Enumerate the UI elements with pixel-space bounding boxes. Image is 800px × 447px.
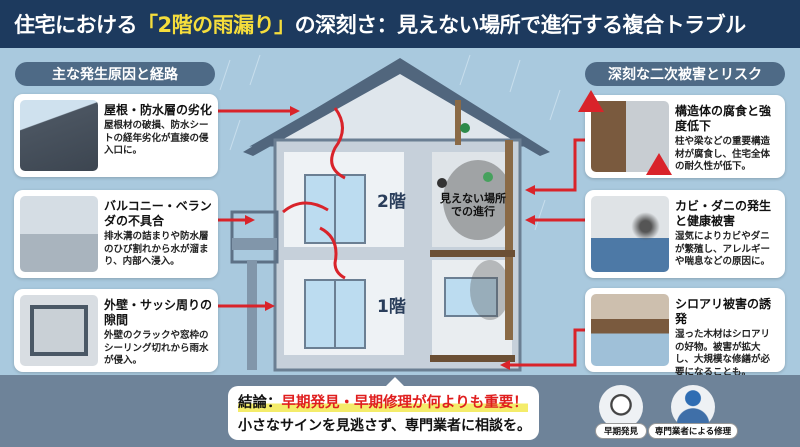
repair-worker-icon bbox=[671, 385, 715, 429]
cause-desc: 外壁のクラックや窓枠のシーリング切れから雨水が侵入。 bbox=[104, 330, 209, 366]
cause-card-balcony: バルコニー・ベランダの不具合排水溝の詰まりや防水層のひび割れから水が溜まり、内部… bbox=[14, 190, 218, 278]
risk-card-mold: カビ・ダニの発生と健康被害湿気によりカビやダニが繁殖し、アレルギーや喘息などの原… bbox=[585, 190, 785, 278]
magnifier-icon bbox=[599, 385, 643, 429]
balcony-drain-illustration bbox=[20, 196, 98, 272]
risk-title: 構造体の腐食と強度低下 bbox=[675, 104, 772, 133]
title-text: 住宅における bbox=[14, 13, 138, 37]
conclusion-prefix: 結論： bbox=[238, 395, 282, 411]
page-title: 住宅における「2階の雨漏り」の深刻さ：見えない場所で進行する複合トラブル bbox=[0, 0, 800, 48]
risk-title: カビ・ダニの発生と健康被害 bbox=[675, 199, 772, 228]
title-highlight: 「2階の雨漏り」 bbox=[137, 13, 295, 37]
badge-label: 専門業者による修理 bbox=[648, 423, 738, 439]
conclusion-advice: 小さなサインを見逃さず、専門業者に相談を。 bbox=[238, 418, 532, 434]
floor1-label: 1階 bbox=[377, 297, 406, 317]
risks-heading: 深刻な二次被害とリスク bbox=[585, 62, 785, 86]
risk-card-termite: シロアリ被害の誘発湿った木材はシロアリの好物。被害が拡大し、大規模な修繕が必要に… bbox=[585, 288, 785, 378]
conclusion-emphasis: 早期発見・早期修理が何よりも重要！ bbox=[281, 395, 528, 411]
house-cross-section bbox=[230, 58, 550, 372]
cause-desc: 排水溝の詰まりや防水層のひび割れから水が溜まり、内部へ浸入。 bbox=[104, 231, 209, 267]
leak-arrows bbox=[218, 107, 585, 367]
warning-icon bbox=[646, 153, 672, 175]
cause-title: 屋根・防水層の劣化 bbox=[104, 103, 213, 117]
window-crack-illustration bbox=[20, 295, 98, 366]
risk-desc: 湿った木材はシロアリの好物。被害が拡大し、大規模な修繕が必要になることも。 bbox=[675, 329, 771, 378]
cause-title: バルコニー・ベランダの不具合 bbox=[104, 199, 212, 228]
floor2-label: 2階 bbox=[377, 192, 406, 212]
rain-background bbox=[218, 54, 585, 372]
risk-title: シロアリ被害の誘発 bbox=[675, 297, 772, 326]
mold-cough-illustration bbox=[591, 196, 669, 272]
cause-card-wall: 外壁・サッシ周りの隙間外壁のクラックや窓枠のシーリング切れから雨水が侵入。 bbox=[14, 289, 218, 372]
cause-card-roof: 屋根・防水層の劣化屋根材の破損、防水シートの経年劣化が直接の侵入口に。 bbox=[14, 94, 218, 177]
cause-title: 外壁・サッシ周りの隙間 bbox=[104, 298, 213, 327]
title-text-rest: の深刻さ：見えない場所で進行する複合トラブル bbox=[294, 13, 747, 37]
conclusion-box: 結論：早期発見・早期修理が何よりも重要！ 小さなサインを見逃さず、専門業者に相談… bbox=[228, 377, 539, 440]
cause-desc: 屋根材の破損、防水シートの経年劣化が直接の侵入口に。 bbox=[104, 120, 209, 156]
risk-card-structure: 構造体の腐食と強度低下柱や梁などの重要構造材が腐食し、住宅全体の耐久性が低下。 bbox=[585, 95, 785, 178]
badge-label: 早期発見 bbox=[595, 423, 647, 439]
termite-illustration bbox=[591, 294, 669, 366]
badge-early-detection: 早期発見 bbox=[595, 385, 647, 439]
causes-heading: 主な発生原因と経路 bbox=[15, 62, 215, 86]
risk-desc: 柱や梁などの重要構造材が腐食し、住宅全体の耐久性が低下。 bbox=[675, 136, 771, 172]
badge-professional-repair: 専門業者による修理 bbox=[648, 385, 738, 439]
hidden-progress-label: 見えない場所での進行 bbox=[440, 192, 506, 218]
warning-icon bbox=[578, 90, 604, 112]
roof-damage-illustration bbox=[20, 100, 98, 171]
risk-desc: 湿気によりカビやダニが繁殖し、アレルギーや喘息などの原因に。 bbox=[675, 231, 771, 267]
